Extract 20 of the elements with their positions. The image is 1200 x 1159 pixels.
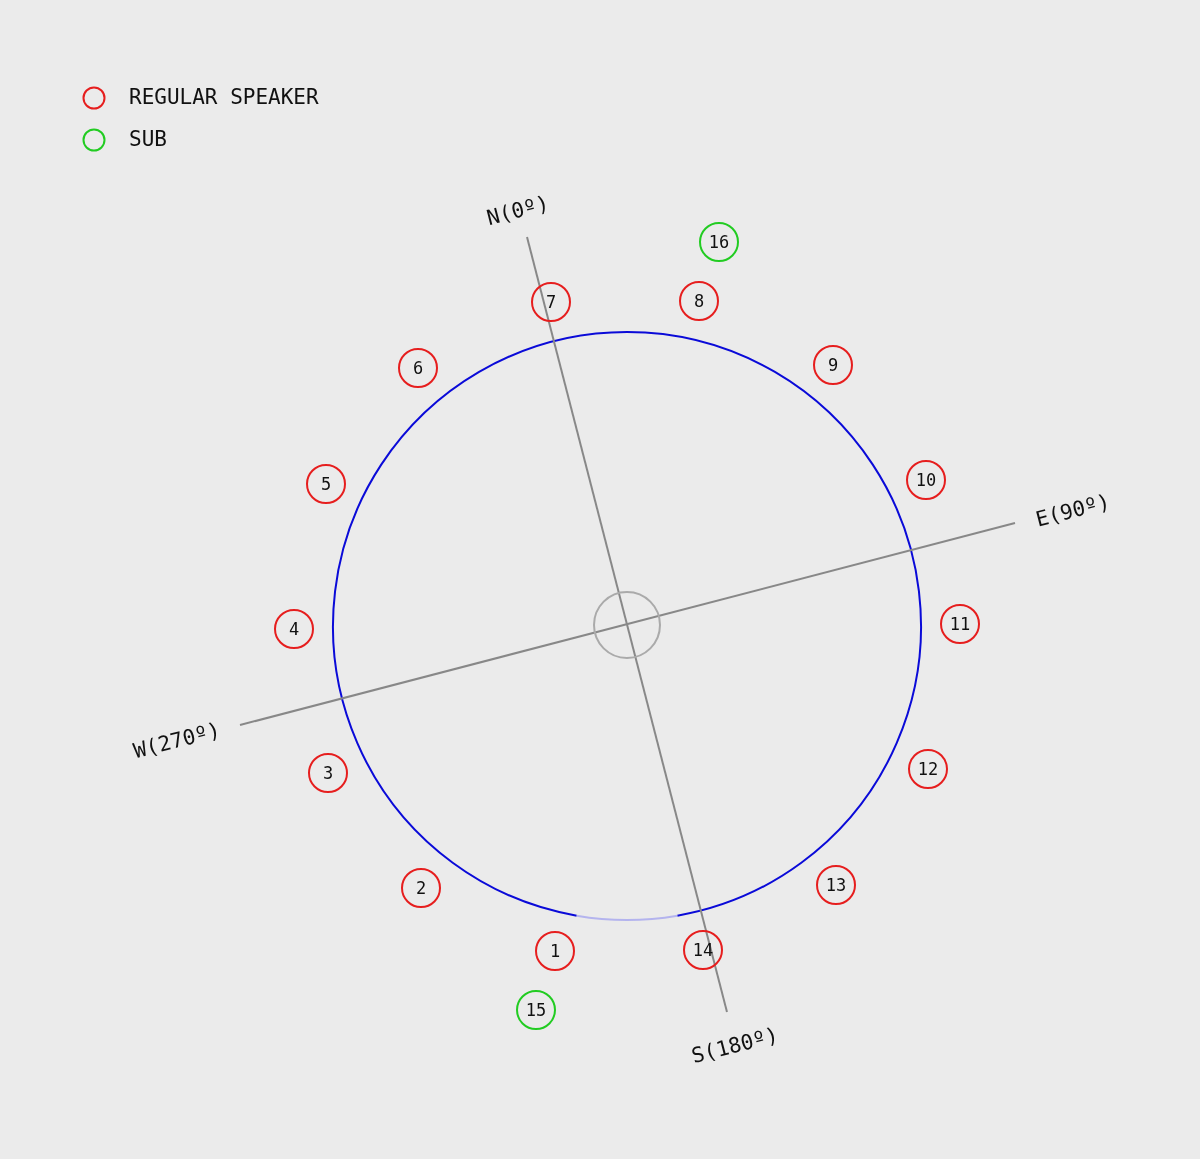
direction-label: N(0º) — [484, 191, 552, 231]
speaker-marker: 14 — [683, 930, 723, 970]
speaker-marker: 15 — [516, 990, 556, 1030]
speaker-marker: 11 — [940, 604, 980, 644]
speaker-marker: 6 — [398, 348, 438, 388]
speaker-marker: 4 — [274, 609, 314, 649]
speaker-marker: 7 — [531, 282, 571, 322]
speaker-marker: 9 — [813, 345, 853, 385]
speaker-marker: 16 — [699, 222, 739, 262]
speaker-marker: 10 — [906, 460, 946, 500]
speaker-marker: 13 — [816, 865, 856, 905]
legend-label: SUB — [129, 128, 167, 152]
speaker-marker: 12 — [908, 749, 948, 789]
speaker-marker: 2 — [401, 868, 441, 908]
legend-label: REGULAR SPEAKER — [129, 86, 319, 110]
speaker-marker: 3 — [308, 753, 348, 793]
speaker-marker: 5 — [306, 464, 346, 504]
speaker-marker: 8 — [679, 281, 719, 321]
speaker-marker: 1 — [535, 931, 575, 971]
direction-label: E(90º) — [1033, 490, 1113, 532]
